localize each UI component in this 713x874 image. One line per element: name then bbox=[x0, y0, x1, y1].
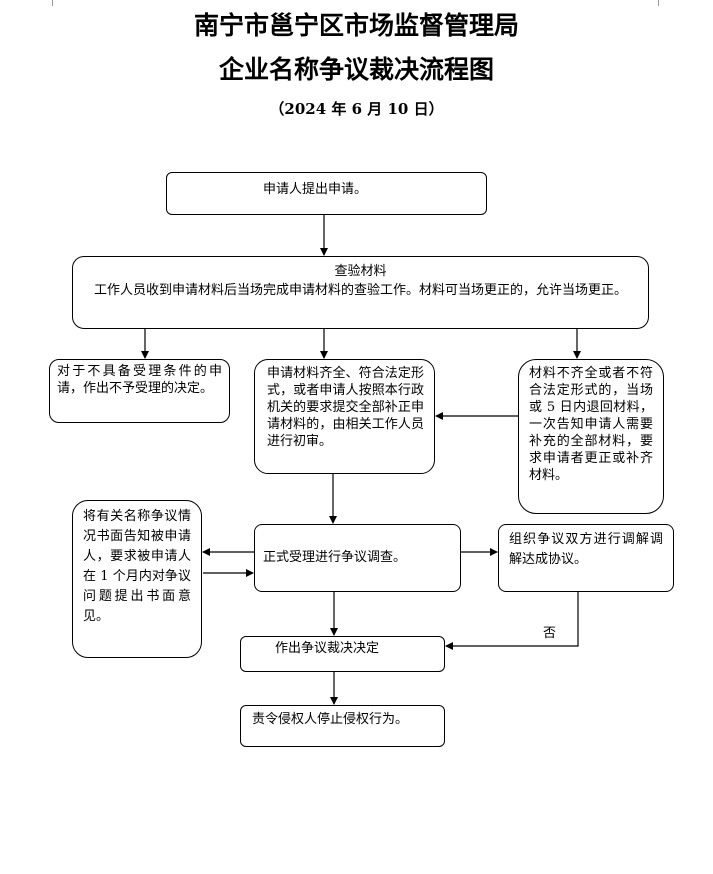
step-decide-text: 作出争议裁决决定 bbox=[275, 641, 380, 656]
step-notify-respondent: 将有关名称争议情况书面告知被申请人，要求被申请人在 1 个月内对争议问题提出书面… bbox=[72, 500, 202, 658]
step-mediation: 组织争议双方进行调解调解达成协议。 bbox=[498, 524, 674, 592]
step-notify-text: 将有关名称争议情况书面告知被申请人，要求被申请人在 1 个月内对争议问题提出书面… bbox=[83, 509, 191, 624]
step-ruling-decision: 作出争议裁决决定 bbox=[240, 636, 445, 672]
arrow-mediate-to-decide bbox=[445, 592, 579, 650]
step-formal-acceptance: 正式受理进行争议调查。 bbox=[254, 524, 461, 592]
step-apply-text: 申请人提出申请。 bbox=[263, 182, 368, 197]
step-order-text: 责令侵权人停止侵权行为。 bbox=[252, 712, 409, 727]
step-reject-text: 对于不具备受理条件的申请，作出不予受理的决定。 bbox=[57, 364, 222, 396]
step-check-text: 工作人员收到申请材料后当场完成申请材料的查验工作。材料可当场更正的，允许当场更正… bbox=[93, 283, 627, 298]
page-corner-mark-right bbox=[658, 0, 681, 6]
step-materials-incomplete: 材料不齐全或者不符合法定形式的，当场或 5 日内退回材料，一次告知申请人需要补充… bbox=[518, 359, 664, 514]
page-subtitle: 企业名称争议裁决流程图 bbox=[218, 55, 494, 84]
step-accept-text: 正式受理进行争议调查。 bbox=[263, 550, 407, 565]
document-date: （2024 年 6 月 10 日） bbox=[269, 100, 444, 118]
page-title: 南宁市邕宁区市场监督管理局 bbox=[193, 11, 519, 40]
step-materials-complete: 申请材料齐全、符合法定形式，或者申请人按照本行政机关的要求提交全部补正申请材料的… bbox=[254, 359, 435, 474]
page-corner-mark-left bbox=[30, 0, 53, 6]
no-branch-label: 否 bbox=[543, 626, 557, 641]
step-apply: 申请人提出申请。 bbox=[166, 172, 487, 215]
step-check-title: 查验材料 bbox=[334, 264, 387, 279]
step-complete-text: 申请材料齐全、符合法定形式，或者申请人按照本行政机关的要求提交全部补正申请材料的… bbox=[267, 366, 424, 449]
step-order-stop-infringement: 责令侵权人停止侵权行为。 bbox=[240, 705, 445, 747]
step-reject: 对于不具备受理条件的申请，作出不予受理的决定。 bbox=[49, 359, 230, 423]
step-mediate-text: 组织争议双方进行调解调解达成协议。 bbox=[509, 532, 663, 567]
step-incomplete-text: 材料不齐全或者不符合法定形式的，当场或 5 日内退回材料，一次告知申请人需要补充… bbox=[529, 366, 653, 483]
step-check-materials: 查验材料 工作人员收到申请材料后当场完成申请材料的查验工作。材料可当场更正的，允… bbox=[72, 256, 649, 329]
